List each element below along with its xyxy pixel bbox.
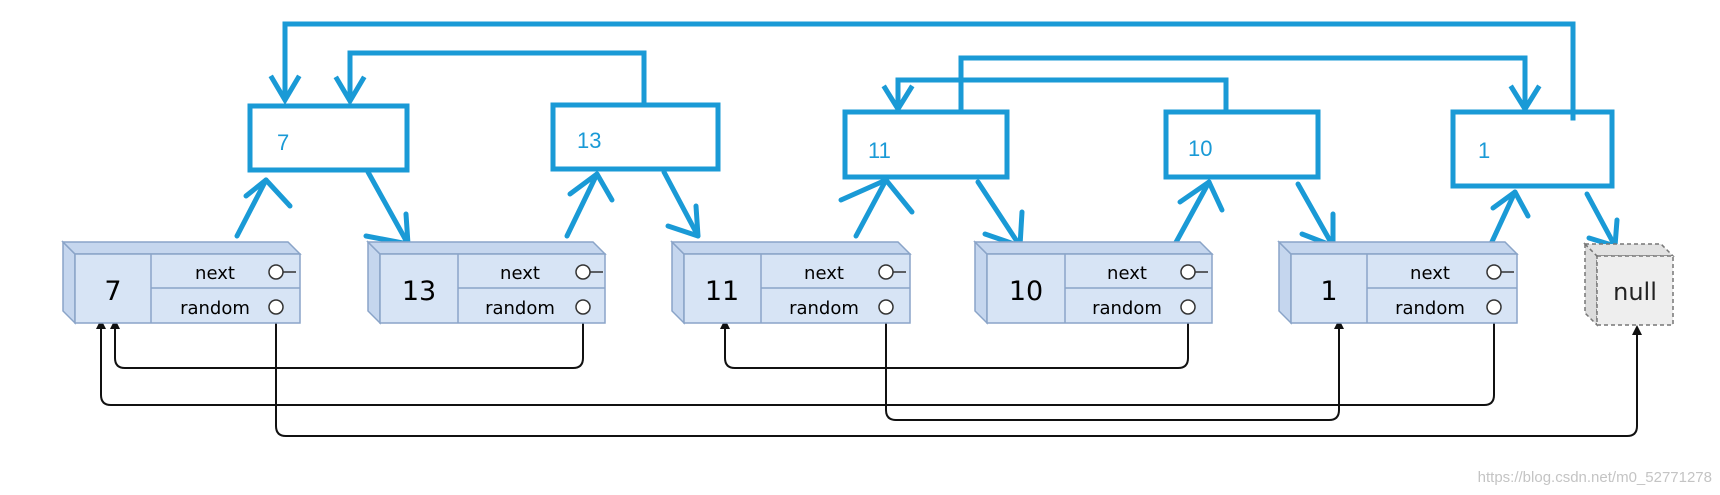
random-field-label: random xyxy=(789,298,859,319)
random-link-11-to-1 xyxy=(885,307,1344,421)
next-pointer-icon xyxy=(878,264,894,280)
arrowhead-icon xyxy=(567,171,615,203)
node-value: 11 xyxy=(705,276,739,307)
random-pointer-icon xyxy=(268,299,284,315)
random-field-label: random xyxy=(1395,298,1465,319)
copy-node-10: 10 xyxy=(1163,109,1321,180)
next-pointer-icon xyxy=(1180,264,1196,280)
link-node7-to-copy7 xyxy=(234,177,269,239)
arrowhead-icon xyxy=(1490,189,1531,219)
node-value: 10 xyxy=(1009,276,1043,307)
copy-node-11: 11 xyxy=(842,109,1010,180)
next-field-label: next xyxy=(500,263,540,284)
original-node-13: 13 next random xyxy=(366,240,607,325)
next-pointer-icon xyxy=(268,264,284,280)
arrowhead-icon xyxy=(333,75,367,106)
null-node: null xyxy=(1583,242,1675,327)
random-pointer-icon xyxy=(1486,299,1502,315)
next-field-label: next xyxy=(1410,263,1450,284)
copy-node-label: 1 xyxy=(1478,138,1490,163)
node-value: 1 xyxy=(1320,276,1337,307)
node-value: 13 xyxy=(402,276,436,307)
random-pointer-icon xyxy=(1180,299,1196,315)
next-field-label: next xyxy=(195,263,235,284)
arrowhead-icon xyxy=(881,84,915,114)
copy-random-link-1-to-7 xyxy=(282,21,1576,121)
next-field-label: next xyxy=(1107,263,1147,284)
arrowhead-icon xyxy=(268,74,302,105)
copy-node-label: 13 xyxy=(577,128,601,153)
copy-random-links xyxy=(268,21,1576,121)
copy-node-1: 1 xyxy=(1450,109,1615,189)
original-node-7: 7 next random xyxy=(61,240,302,325)
random-field-label: random xyxy=(180,298,250,319)
arrowhead-icon xyxy=(1508,84,1542,114)
original-node-10: 10 next random xyxy=(973,240,1214,325)
arrowhead-icon xyxy=(665,203,701,239)
next-field-label: next xyxy=(804,263,844,284)
copy-node-label: 7 xyxy=(277,130,289,155)
arrowhead-icon xyxy=(243,177,293,209)
copy-random-link-11-to-1 xyxy=(958,55,1528,115)
random-link-13-to-7 xyxy=(110,307,584,369)
random-link-7-to-null xyxy=(275,307,1642,437)
copy-node-label: 10 xyxy=(1188,136,1212,161)
random-field-label: random xyxy=(1092,298,1162,319)
arrowhead-icon xyxy=(838,177,915,215)
original-random-links xyxy=(96,307,1642,437)
copy-node-7: 7 xyxy=(247,103,410,173)
next-pointer-icon xyxy=(575,264,591,280)
copy-node-label: 11 xyxy=(868,138,891,163)
original-node-11: 11 next random xyxy=(670,240,912,325)
random-link-10-to-11 xyxy=(720,307,1189,369)
copy-random-link-13-to-7 xyxy=(347,50,647,108)
original-node-1: 1 next random xyxy=(1277,240,1519,325)
copy-node-13: 13 xyxy=(550,102,721,172)
random-field-label: random xyxy=(485,298,555,319)
arrowhead-icon xyxy=(1177,179,1225,213)
null-label: null xyxy=(1613,278,1657,306)
copy-next-chain xyxy=(234,169,1620,249)
copy-random-link-10-to-11 xyxy=(895,77,1229,115)
node-value: 7 xyxy=(104,276,121,307)
watermark: https://blog.csdn.net/m0_52771278 xyxy=(1478,469,1712,486)
random-pointer-icon xyxy=(878,299,894,315)
random-link-1-to-7 xyxy=(96,307,1495,406)
random-pointer-icon xyxy=(575,299,591,315)
next-pointer-icon xyxy=(1486,264,1502,280)
